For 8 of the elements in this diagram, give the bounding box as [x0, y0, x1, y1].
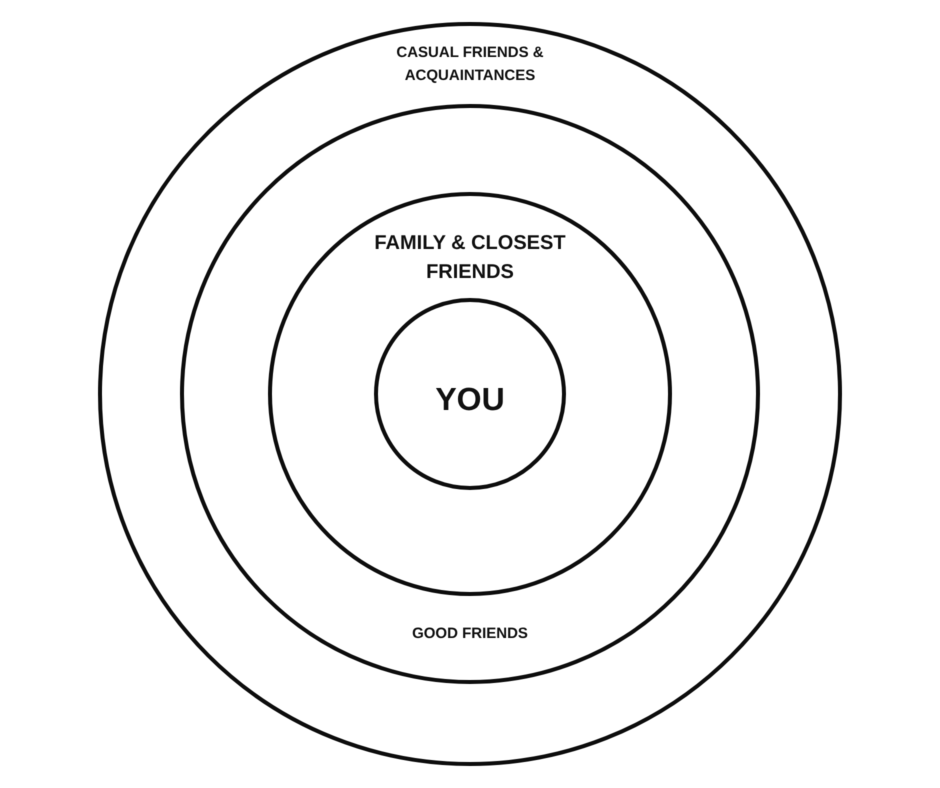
ring-label: GOOD FRIENDS: [411, 624, 529, 644]
middle-ring-circle: [180, 104, 760, 684]
outer-ring-circle: [98, 22, 842, 766]
ring-label: YOU: [434, 380, 506, 418]
ring-label: FAMILY & CLOSEST FRIENDS: [373, 231, 567, 285]
inner-ring-circle: [268, 192, 672, 596]
center-circle: [374, 298, 566, 490]
ring-label: CASUAL FRIENDS & ACQUAINTANCES: [395, 43, 545, 86]
